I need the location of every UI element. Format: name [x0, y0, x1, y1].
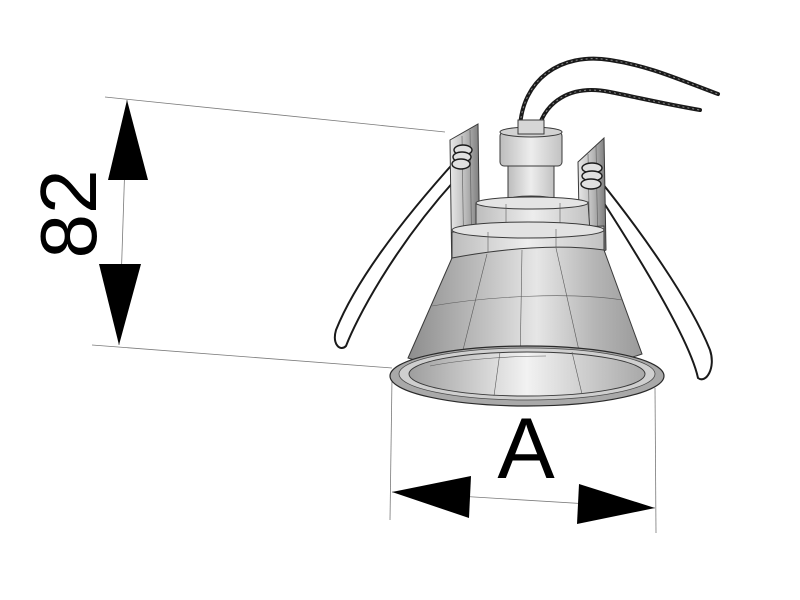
trim-ring: [389, 345, 665, 407]
width-arrow-left: [392, 476, 471, 518]
height-extension-line-bottom: [91, 344, 393, 369]
width-extension-line-right: [654, 387, 657, 534]
wire-icon: [518, 56, 720, 132]
right-spring-clip-icon: [597, 177, 713, 381]
width-extension-line-left: [389, 377, 393, 521]
lamp-socket: [499, 119, 563, 205]
height-value: 82: [24, 170, 113, 259]
height-arrow-down: [99, 264, 141, 345]
height-dimension: 82: [24, 96, 446, 369]
width-dimension: A: [389, 377, 657, 534]
height-arrow-up: [108, 100, 148, 180]
width-label: A: [497, 401, 555, 497]
width-arrow-right: [577, 484, 655, 524]
recessed-downlight-icon: [334, 56, 720, 407]
left-coil-icon: [451, 144, 473, 170]
left-spring-clip-icon: [334, 157, 459, 349]
right-coil-icon: [580, 162, 603, 190]
height-extension-line-top: [104, 96, 446, 133]
